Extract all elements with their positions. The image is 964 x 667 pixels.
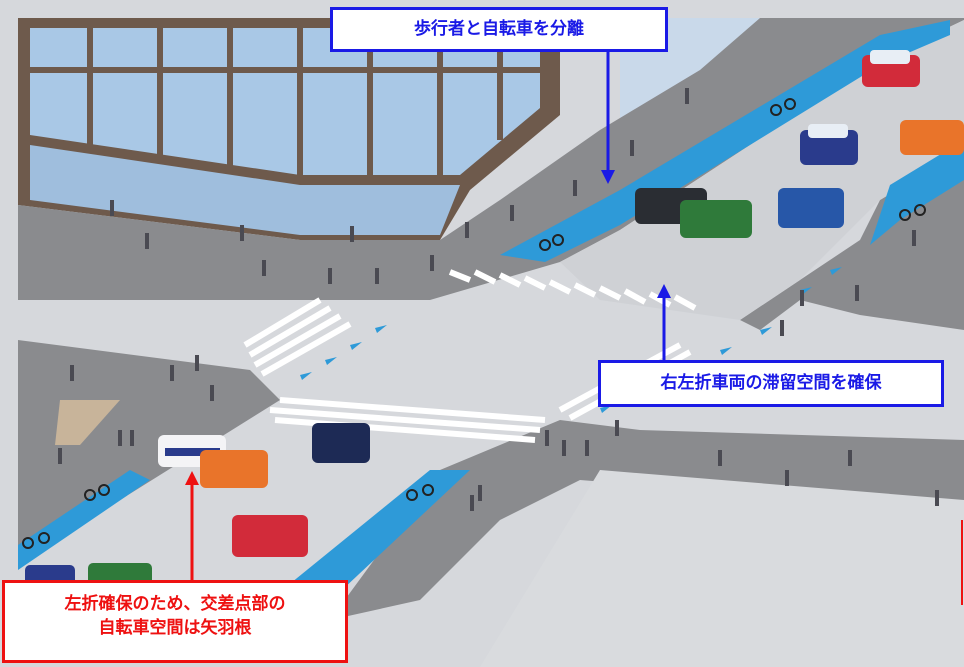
car-blue-mid: [778, 188, 844, 228]
car-blue-upper: [800, 124, 858, 165]
car-navy-suv: [312, 423, 370, 463]
callout-left-line1: 左折確保のため、交差点部の: [64, 594, 286, 614]
bike-lane-lower-left: [18, 470, 150, 570]
cyclists: [22, 98, 926, 549]
plaza-lower-right: [480, 470, 964, 667]
sidewalk-lower-right: [330, 420, 964, 620]
bike-lane-upper-right: [870, 140, 964, 245]
car-red-upper: [862, 50, 920, 87]
callout-left-line2: 自転車空間は矢羽根: [98, 618, 252, 638]
car-green: [680, 200, 752, 238]
callout-turning-vehicle-space: 右左折車両の滞留空間を確保: [598, 360, 944, 407]
car-orange-lower: [200, 450, 268, 488]
callout-arrows: [185, 52, 671, 580]
road-lanes-upper: [560, 20, 964, 320]
car-orange-upper: [900, 120, 964, 155]
planter-box: [55, 400, 120, 445]
callout-bicycle-arrow-markings: 左折確保のため、交差点部の 自転車空間は矢羽根: [2, 580, 348, 663]
bike-lane-upper-left: [500, 20, 950, 262]
pedestrians: [58, 88, 939, 511]
cars: [25, 50, 964, 587]
callout-separate-pedestrians-bicycles: 歩行者と自転車を分離: [330, 7, 668, 52]
sidewalk-upper-left: [18, 18, 964, 300]
car-red-lower: [232, 515, 308, 557]
